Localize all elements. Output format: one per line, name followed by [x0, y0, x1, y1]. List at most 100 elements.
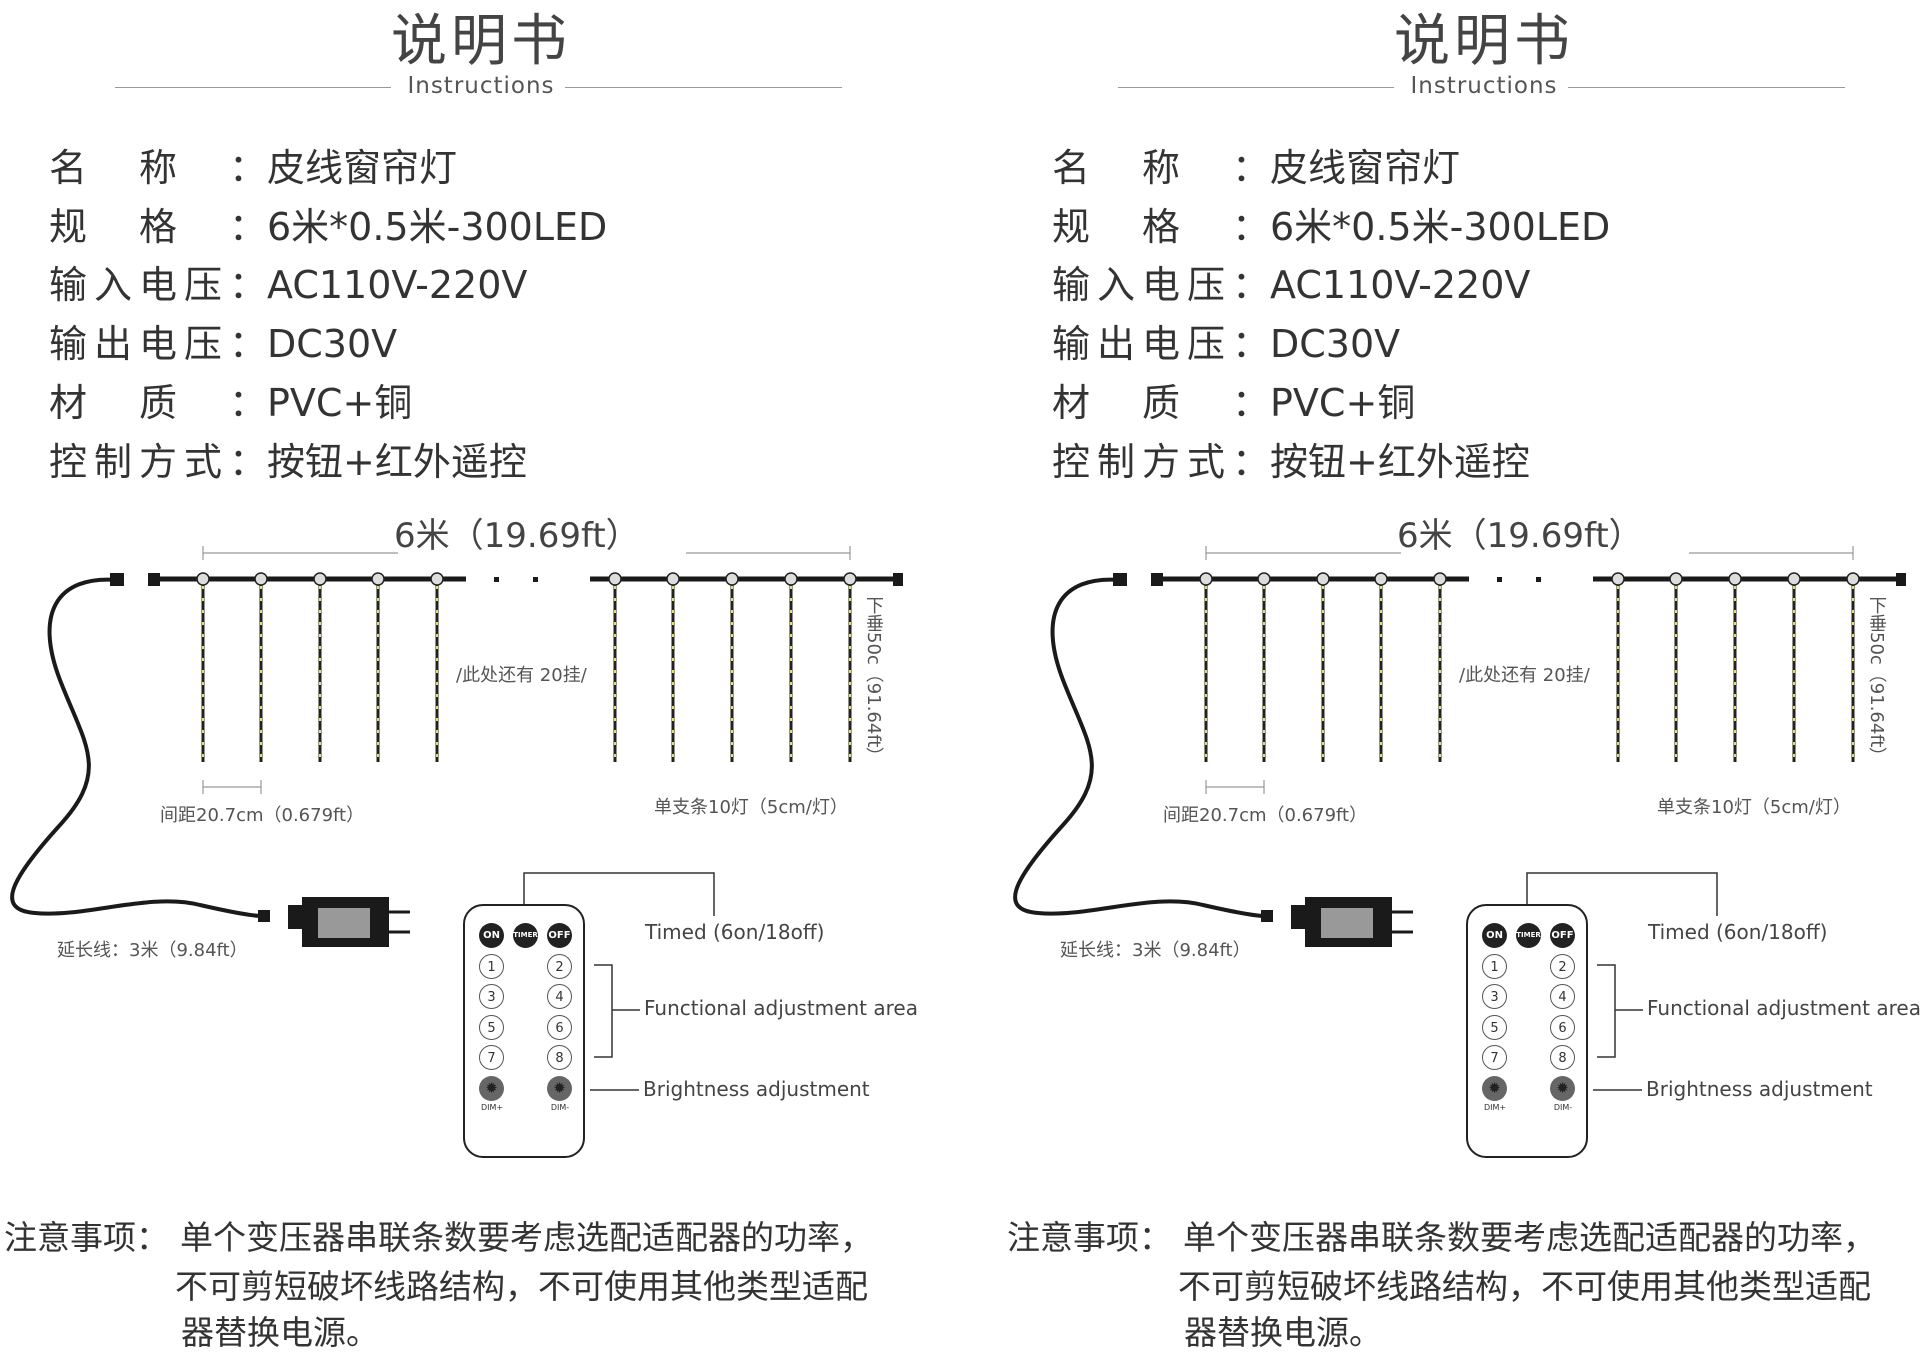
remote-button-3[interactable]: 3: [1482, 984, 1507, 1009]
spec-value: 皮线窗帘灯: [1270, 146, 1461, 190]
adapter-plug: [1291, 905, 1309, 929]
ellipsis-dot: [1536, 577, 1541, 582]
timed-label: Timed (6on/18off): [645, 920, 825, 944]
instruction-panel: 说明书 Instructions 名称：皮线窗帘灯 规格：6米*0.5米-300…: [4, 9, 918, 1352]
width-dimension-label: 6米（19.69ft）: [394, 516, 640, 556]
spec-value: 6米*0.5米-300LED: [267, 205, 608, 249]
cable-connector: [258, 910, 270, 922]
strand-clip: [784, 572, 798, 586]
notes-line: 单个变压器串联条数要考虑选配适配器的功率，: [1183, 1218, 1876, 1257]
remote-button-7[interactable]: 7: [1482, 1045, 1507, 1070]
remote-button-3[interactable]: 3: [479, 984, 504, 1009]
notes-heading: 注意事项：: [4, 1218, 169, 1257]
remote-on-button[interactable]: ON: [1482, 923, 1507, 948]
remote-dim-down-button[interactable]: ✹: [1550, 1076, 1575, 1101]
spacing-label: 间距20.7cm（0.679ft）: [160, 805, 365, 826]
remote-timer-button[interactable]: TIMER: [1516, 923, 1541, 948]
manual-subtitle: Instructions: [1410, 73, 1558, 99]
instruction-panel: 说明书 Instructions 名称：皮线窗帘灯 规格：6米*0.5米-300…: [1003, 0, 1920, 1352]
spec-label: 输出电压：: [49, 322, 267, 366]
strand-label: 单支条10灯（5cm/灯）: [1657, 797, 1851, 818]
remote-dim-up-button[interactable]: ✹: [479, 1076, 504, 1101]
extension-cable: [1013, 577, 1266, 918]
dim-minus-label: DIM-: [1553, 1103, 1573, 1112]
title-rule-right: [565, 87, 842, 88]
functional-callout-bracket: [594, 964, 640, 1058]
notes-line: 单个变压器串联条数要考虑选配适配器的功率，: [180, 1218, 873, 1257]
spec-row: 规格：6米*0.5米-300LED: [1052, 202, 1610, 252]
sun-icon: ✹: [553, 1079, 566, 1097]
ellipsis-dot: [494, 577, 499, 582]
notes-line: 器替换电源。: [181, 1313, 379, 1352]
remote-button-4[interactable]: 4: [547, 984, 572, 1009]
spec-row: 名称：皮线窗帘灯: [1052, 143, 1460, 193]
remote-timer-button[interactable]: TIMER: [513, 923, 538, 948]
bar-connector: [1896, 573, 1906, 586]
spec-value: 按钮+红外遥控: [1270, 440, 1530, 484]
spec-value: DC30V: [1270, 322, 1401, 366]
strand-clip: [430, 572, 444, 586]
remote-button-8[interactable]: 8: [1550, 1045, 1575, 1070]
adapter-label: [318, 908, 370, 938]
remote-button-5[interactable]: 5: [1482, 1015, 1507, 1040]
width-dimension-label: 6米（19.69ft）: [1397, 516, 1643, 556]
width-dimension-line: [686, 546, 851, 560]
ellipsis-dot: [1497, 577, 1502, 582]
remote-button-7[interactable]: 7: [479, 1045, 504, 1070]
notes-line: 不可剪短破坏线路结构，不可使用其他类型适配: [175, 1267, 868, 1306]
remote-button-6[interactable]: 6: [1550, 1015, 1575, 1040]
spec-row: 材质：PVC+铜: [1052, 378, 1415, 428]
notes-line: 器替换电源。: [1184, 1313, 1382, 1352]
remote-dim-down-button[interactable]: ✹: [547, 1076, 572, 1101]
more-strands-label: /此处还有 20挂/: [1459, 665, 1590, 686]
spec-label: 材质：: [1052, 381, 1270, 425]
brightness-label: Brightness adjustment: [643, 1077, 870, 1101]
timer-callout-line: [1526, 872, 1718, 916]
remote-button-4[interactable]: 4: [1550, 984, 1575, 1009]
strand-clip: [843, 572, 857, 586]
sun-icon: ✹: [1488, 1079, 1501, 1097]
remote-button-1[interactable]: 1: [479, 954, 504, 979]
spec-label: 控制方式：: [49, 440, 267, 484]
spec-value: PVC+铜: [1270, 381, 1416, 425]
remote-dim-up-button[interactable]: ✹: [1482, 1076, 1507, 1101]
remote-button-2[interactable]: 2: [1550, 954, 1575, 979]
sun-icon: ✹: [1556, 1079, 1569, 1097]
spec-row: 名称：皮线窗帘灯: [49, 143, 457, 193]
spec-label: 规格：: [1052, 205, 1270, 249]
cable-connector: [1261, 910, 1273, 922]
spacing-label: 间距20.7cm（0.679ft）: [1163, 805, 1368, 826]
remote-button-6[interactable]: 6: [547, 1015, 572, 1040]
functional-area-label: Functional adjustment area: [644, 996, 918, 1020]
ellipsis-dot: [533, 577, 538, 582]
light-diagram: [10, 546, 903, 1091]
adapter-plug: [288, 905, 306, 929]
strand-clip: [196, 572, 210, 586]
remote-control: ON TIMER OFF 1 2 3 4 5 6 7 8 ✹ ✹ DIM+ DI…: [1466, 904, 1588, 1158]
light-diagram: [1013, 546, 1906, 1091]
remote-button-2[interactable]: 2: [547, 954, 572, 979]
manual-subtitle: Instructions: [407, 73, 555, 99]
remote-on-button[interactable]: ON: [479, 923, 504, 948]
extension-cable: [10, 577, 263, 918]
remote-off-button[interactable]: OFF: [1550, 923, 1575, 948]
remote-button-5[interactable]: 5: [479, 1015, 504, 1040]
spec-row: 控制方式：按钮+红外遥控: [1052, 437, 1530, 487]
remote-button-8[interactable]: 8: [547, 1045, 572, 1070]
spec-label: 规格：: [49, 205, 267, 249]
remote-off-button[interactable]: OFF: [547, 923, 572, 948]
spec-label: 名称：: [1052, 146, 1270, 190]
strand-label: 单支条10灯（5cm/灯）: [654, 797, 848, 818]
spec-label: 名称：: [49, 146, 267, 190]
spec-row: 输入电压：AC110V-220V: [49, 260, 527, 310]
title-rule-left: [1118, 87, 1394, 88]
timed-label: Timed (6on/18off): [1648, 920, 1828, 944]
sun-icon: ✹: [485, 1079, 498, 1097]
remote-button-1[interactable]: 1: [1482, 954, 1507, 979]
spacing-dimension-line: [202, 780, 262, 794]
strand-clip: [1257, 572, 1271, 586]
adapter-label: [1321, 908, 1373, 938]
timer-callout-line: [523, 872, 715, 916]
bar-connector: [893, 573, 903, 586]
manual-title: 说明书: [1394, 9, 1574, 74]
